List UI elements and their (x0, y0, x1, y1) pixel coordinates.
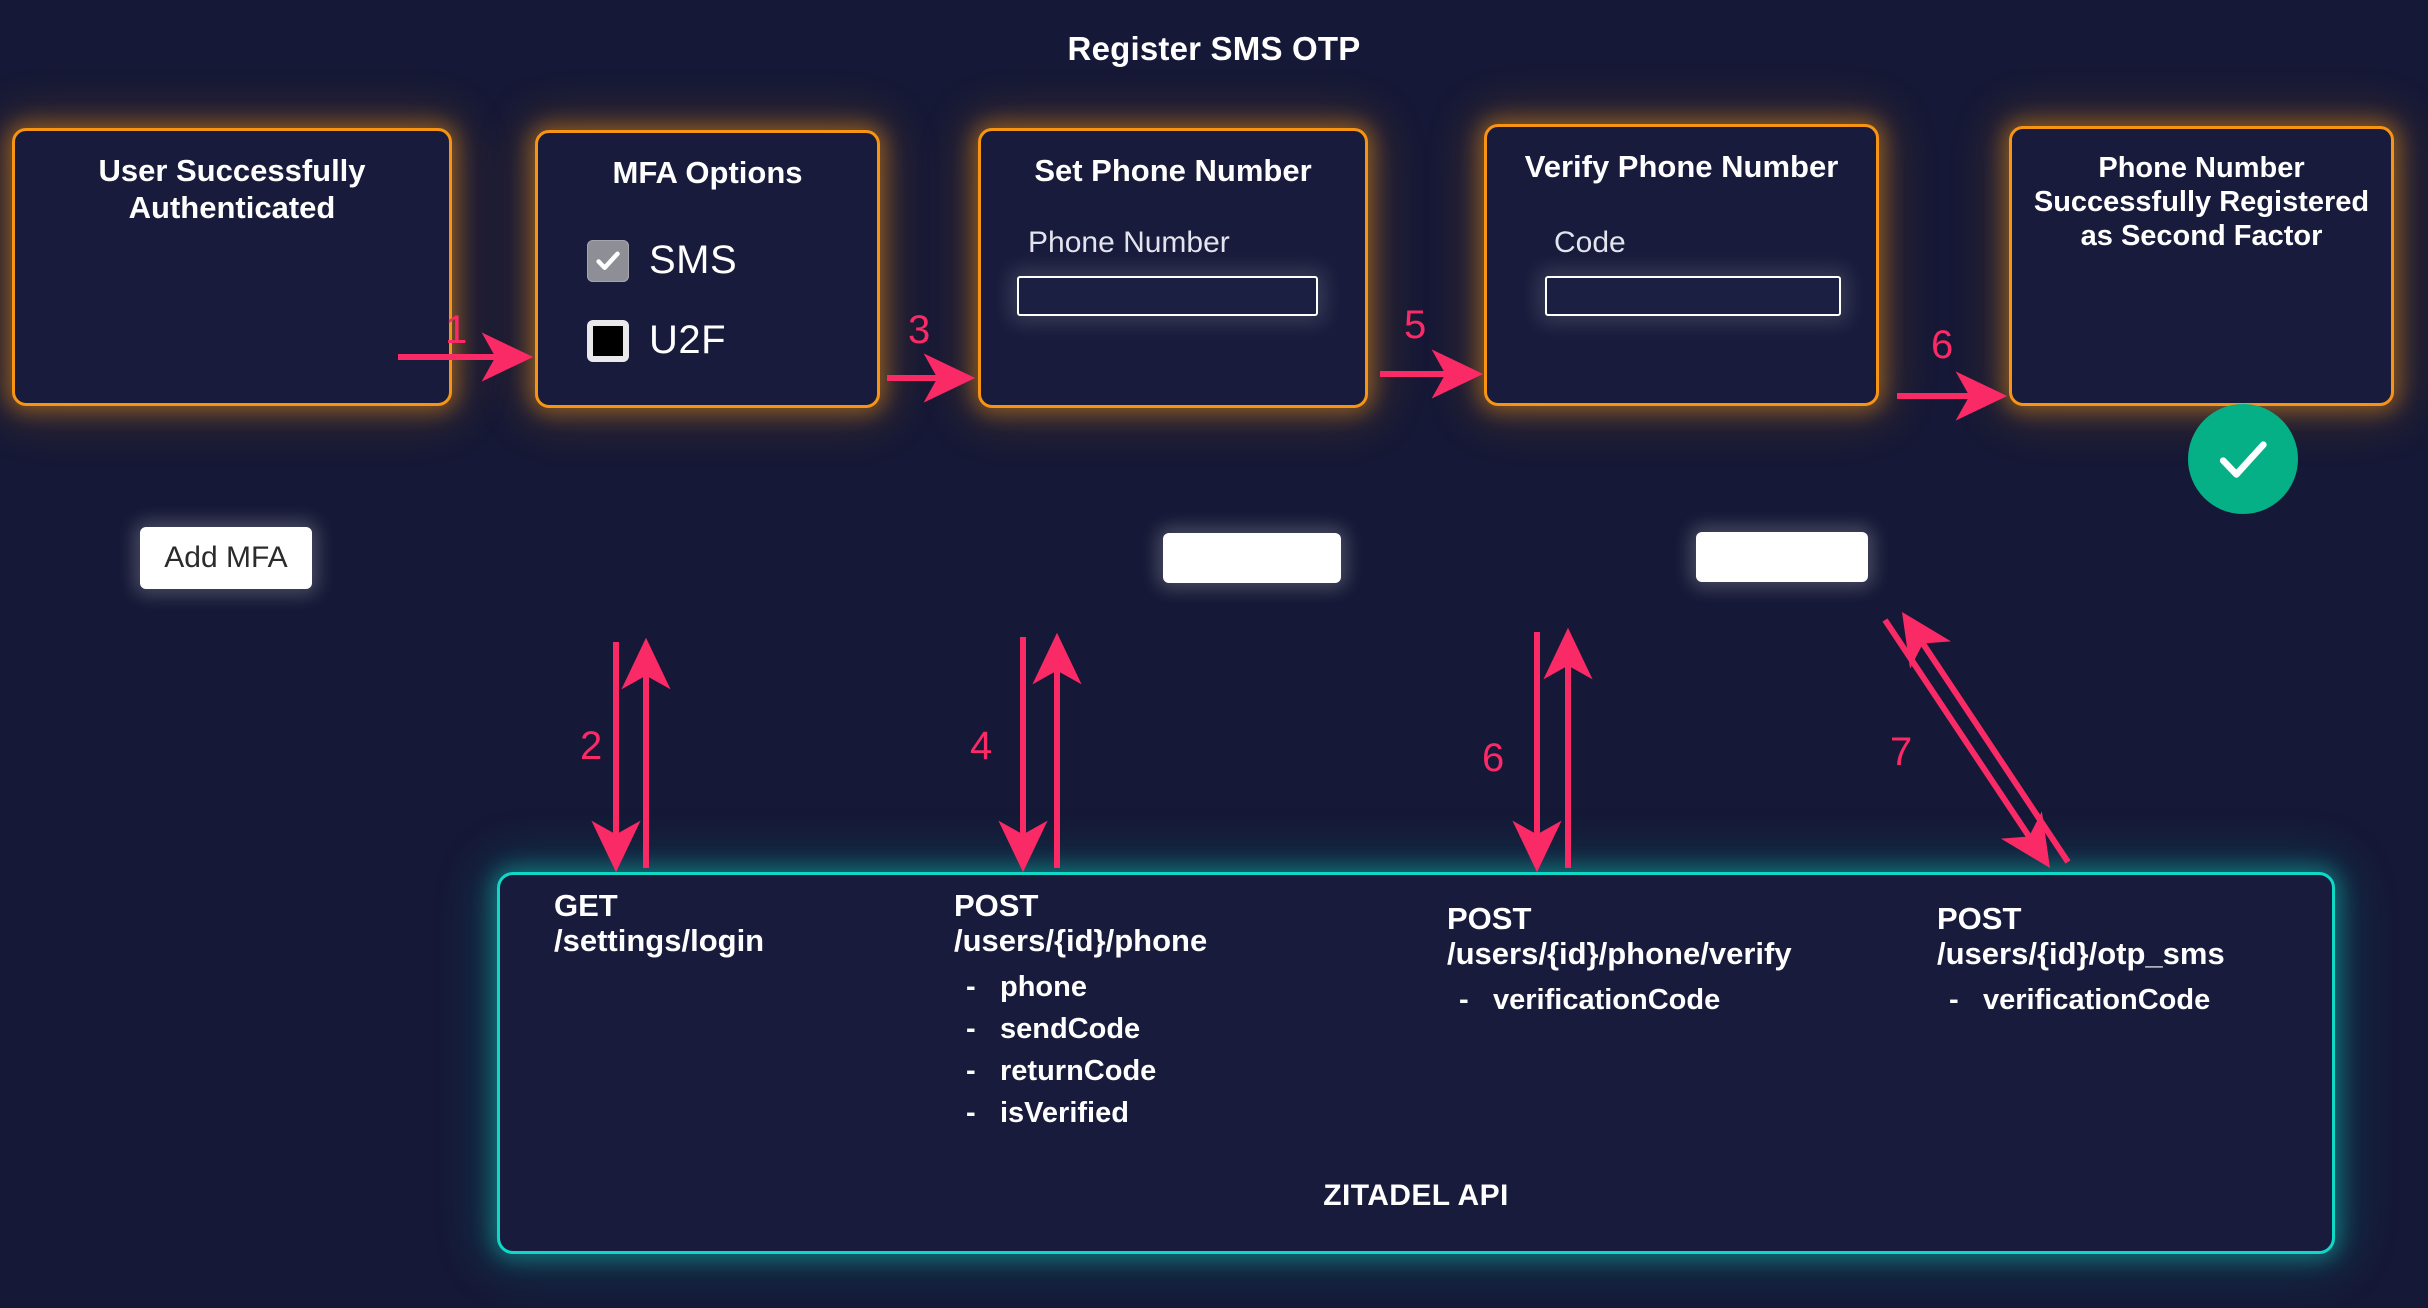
phone-number-label: Phone Number (1028, 226, 1230, 259)
api-endpoint-get-settings-login: GET /settings/login (554, 890, 764, 962)
phone-number-input[interactable] (1017, 276, 1318, 316)
arrow-step-7-up (1902, 612, 2071, 864)
api-path: /settings/login (554, 923, 765, 958)
api-param-list: verificationCode (1937, 979, 2225, 1021)
step-label-5: 5 (1404, 303, 1427, 347)
api-param: returnCode (954, 1050, 1207, 1092)
card-title-user-authenticated: User Successfully Authenticated (98, 153, 366, 225)
mfa-option-u2f[interactable]: U2F (587, 318, 726, 363)
api-endpoint-post-users-phone: POST /users/{id}/phone phone sendCode re… (954, 890, 1207, 1134)
api-method: GET (554, 888, 618, 923)
api-path: /users/{id}/phone/verify (1447, 936, 1792, 971)
step-label-2: 2 (580, 724, 603, 768)
code-input[interactable] (1545, 276, 1841, 316)
add-mfa-button[interactable]: Add MFA (140, 527, 312, 589)
api-endpoint-post-otp-sms: POST /users/{id}/otp_sms verificationCod… (1937, 903, 2225, 1021)
checkbox-checked-icon[interactable] (587, 239, 629, 282)
api-param: sendCode (954, 1008, 1207, 1050)
checkbox-unchecked-icon[interactable] (587, 319, 629, 362)
zitadel-api-box: ZITADEL API (497, 872, 2335, 1254)
api-param: verificationCode (1937, 979, 2225, 1021)
api-method: POST (1937, 901, 2022, 936)
api-param-list: verificationCode (1447, 979, 1792, 1021)
card-title-set-phone-number: Set Phone Number (1034, 153, 1312, 188)
api-path: /users/{id}/phone (954, 923, 1208, 958)
card-title-registration-success: Phone Number Successfully Registered as … (2033, 152, 2370, 253)
card-user-authenticated: User Successfully Authenticated (12, 128, 452, 406)
api-method: POST (1447, 901, 1532, 936)
api-param: isVerified (954, 1092, 1207, 1134)
card-title-mfa-options: MFA Options (612, 155, 803, 190)
mfa-option-sms-label: SMS (649, 238, 738, 282)
set-phone-submit-button[interactable] (1163, 533, 1341, 583)
api-param: verificationCode (1447, 979, 1792, 1021)
page-title: Register SMS OTP (1067, 30, 1361, 67)
zitadel-api-label: ZITADEL API (1323, 1179, 1509, 1212)
step-label-3: 3 (908, 308, 931, 352)
mfa-option-u2f-label: U2F (649, 318, 727, 362)
api-endpoint-post-phone-verify: POST /users/{id}/phone/verify verificati… (1447, 903, 1792, 1021)
card-verify-phone-number: Verify Phone Number (1484, 124, 1879, 406)
api-param-list: phone sendCode returnCode isVerified (954, 966, 1207, 1134)
verify-code-submit-button[interactable] (1696, 532, 1868, 582)
step-label-1: 1 (445, 308, 468, 352)
card-set-phone-number: Set Phone Number (978, 128, 1368, 408)
step-label-6-vertical: 6 (1482, 736, 1505, 780)
card-registration-success: Phone Number Successfully Registered as … (2009, 126, 2394, 406)
step-label-7: 7 (1890, 730, 1913, 774)
api-param: phone (954, 966, 1207, 1008)
step-label-6-horizontal: 6 (1931, 323, 1954, 367)
api-method: POST (954, 888, 1039, 923)
card-title-verify-phone-number: Verify Phone Number (1524, 149, 1839, 184)
code-label: Code (1554, 226, 1626, 259)
mfa-option-sms[interactable]: SMS (587, 238, 737, 283)
check-circle-icon (2188, 404, 2298, 514)
api-path: /users/{id}/otp_sms (1937, 936, 2225, 971)
step-label-4: 4 (970, 724, 993, 768)
